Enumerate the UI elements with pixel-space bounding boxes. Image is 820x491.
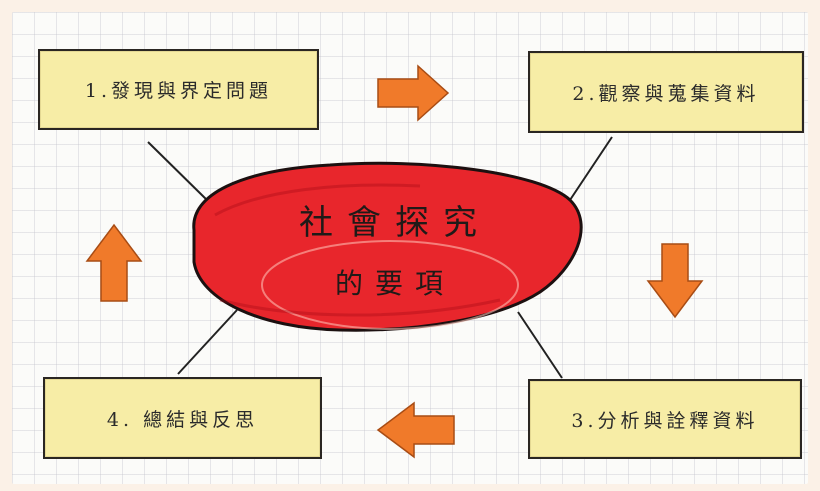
step-box-4: 4. 總結與反思	[43, 377, 322, 459]
center-texture	[214, 183, 501, 317]
center-ellipse	[192, 161, 583, 332]
step-label-4: 4. 總結與反思	[106, 408, 259, 431]
step-label-1: 1.發現與界定問題	[84, 80, 273, 102]
connector-line-step-1	[147, 141, 211, 204]
connector-line-step-2	[567, 136, 613, 204]
step-box-2: 2.觀察與蒐集資料	[528, 51, 804, 133]
arrow-left-icon	[376, 401, 455, 459]
step-label-3: 3.分析與詮釋資料	[571, 409, 759, 432]
step-label-2: 2.觀察與蒐集資料	[572, 82, 760, 105]
center-inner-oval	[261, 240, 519, 330]
arrow-down-icon	[646, 243, 704, 319]
step-box-1: 1.發現與界定問題	[38, 49, 319, 130]
step-box-3: 3.分析與詮釋資料	[528, 379, 802, 459]
arrow-up-icon	[85, 223, 143, 302]
connector-line-step-3	[517, 311, 563, 379]
arrow-right-icon	[377, 64, 450, 122]
center-subtitle: 的要項	[334, 267, 455, 300]
connector-line-step-4	[177, 309, 238, 375]
center-title: 社會探究	[299, 203, 491, 243]
